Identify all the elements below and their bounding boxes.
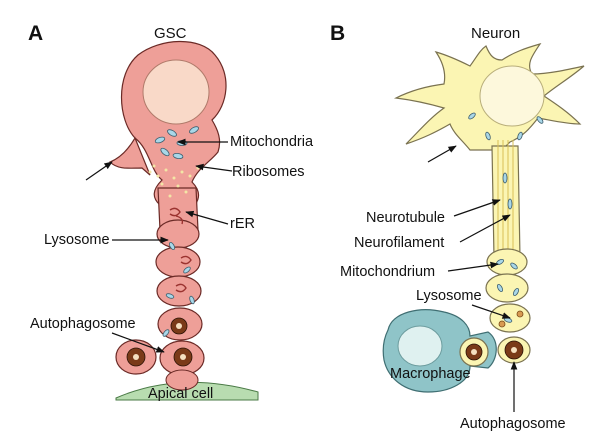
gsc-nucleus xyxy=(142,59,210,125)
arrow-neuron-process xyxy=(427,145,457,163)
neuron-autophagosomes xyxy=(504,340,524,360)
arrow-autophagosome-a xyxy=(111,332,165,353)
label-macrophage: Macrophage xyxy=(390,366,471,382)
arrow-gsc-process xyxy=(85,161,113,181)
label-rer: rER xyxy=(230,216,255,232)
label-neurofilament: Neurofilament xyxy=(354,235,444,251)
gsc-beads xyxy=(115,219,205,391)
arrow-mitochondrium xyxy=(447,261,499,272)
gsc-autophagosome-bodies xyxy=(126,317,193,367)
label-ribosomes: Ribosomes xyxy=(232,164,305,180)
label-autophagosome-b: Autophagosome xyxy=(460,416,566,432)
neuron-nucleus xyxy=(479,65,545,127)
gsc-rer xyxy=(169,207,192,293)
arrow-neurotubule xyxy=(453,199,501,217)
arrow-ribosomes xyxy=(195,163,233,172)
panel-a-title: GSC xyxy=(154,25,187,42)
neuron-lysosomes xyxy=(498,310,524,328)
gsc-ribosomes xyxy=(148,164,200,198)
arrow-lysosome-b xyxy=(471,304,511,319)
panel-b-title: Neuron xyxy=(471,25,520,42)
neuron-cytoskeleton xyxy=(497,140,514,256)
arrow-neurofilament xyxy=(459,214,511,243)
neuron-axon xyxy=(491,145,521,259)
arrow-rer xyxy=(185,210,229,225)
label-neurotubule: Neurotubule xyxy=(366,210,445,226)
label-apical-cell: Apical cell xyxy=(148,386,213,402)
macrophage-autophagosome-core xyxy=(471,349,477,355)
macrophage-nucleus xyxy=(397,325,443,367)
label-mitochondrium: Mitochondrium xyxy=(340,264,435,280)
panel-b: B Neuron xyxy=(330,22,585,432)
label-lysosome-b: Lysosome xyxy=(416,288,482,304)
panel-b-letter: B xyxy=(330,22,345,45)
panel-a: A GSC xyxy=(28,22,314,402)
label-mitochondria: Mitochondria xyxy=(230,134,314,150)
apical-cell xyxy=(115,381,259,401)
panel-a-letter: A xyxy=(28,22,43,45)
label-autophagosome-a: Autophagosome xyxy=(30,316,136,332)
label-lysosome-a: Lysosome xyxy=(44,232,110,248)
